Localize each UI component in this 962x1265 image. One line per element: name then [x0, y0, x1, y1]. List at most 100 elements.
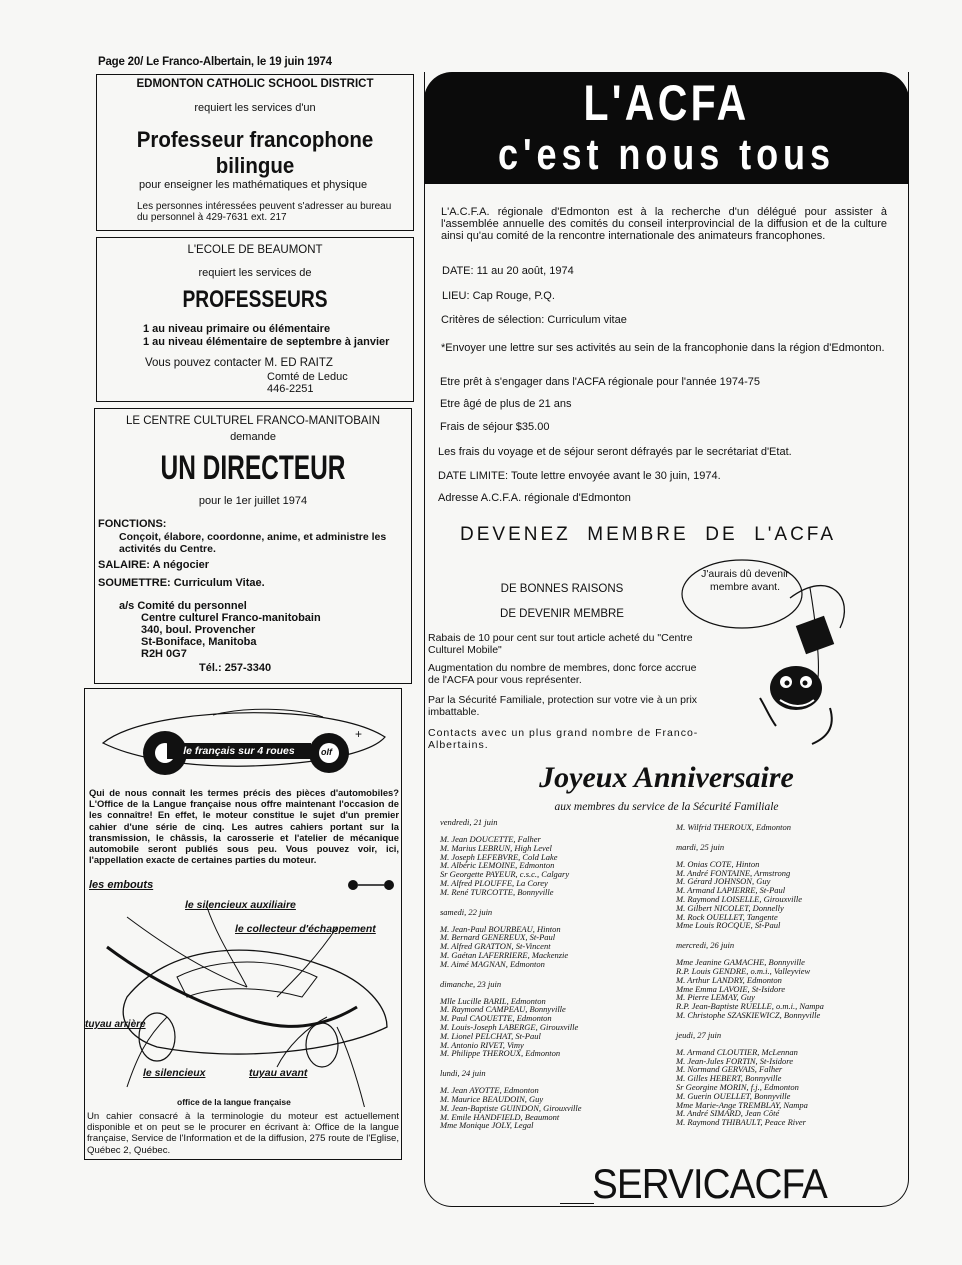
ad-office-langue: le français sur 4 roues olf + Qui de nou…: [84, 688, 402, 1160]
ad3-date: pour le 1er juillet 1974: [198, 495, 308, 507]
birthday-entry: M. Jean-Jules FORTIN, St-Isidore: [676, 1055, 794, 1066]
label-collecteur: le collecteur d'échappement: [235, 923, 376, 935]
exhaust-diagram: [106, 880, 394, 1107]
birthday-entry: M. Lionel PELCHAT, St-Paul: [440, 1030, 541, 1041]
ad4-footer: Un cahier consacré à la terminologie du …: [87, 1111, 399, 1156]
birthday-entry: M. Raymond CAMPEAU, Bonnyville: [440, 1004, 566, 1015]
birthday-entry: M. André SIMARD, Jean Côté: [676, 1108, 780, 1119]
acfa-reason-3: Par la Sécurité Familiale, protection su…: [428, 694, 698, 718]
ad1-contact1: Les personnes intéressées peuvent s'adre…: [137, 201, 392, 212]
birthday-entry: M. Pierre LEMAY, Guy: [676, 992, 755, 1003]
car-badge: olf: [321, 747, 332, 757]
birthday-entry: M. Arthur LANDRY, Edmonton: [676, 974, 782, 985]
ad1-contact2: du personnel à 429-7631 ext. 217: [137, 212, 287, 223]
mascot-illustration: [681, 559, 845, 745]
servicacfa-brand: SERVICACFA: [592, 1160, 828, 1207]
anniversary-subtitle: aux membres du service de la Sécurité Fa…: [554, 801, 779, 813]
acfa-date: DATE: 11 au 20 août, 1974: [442, 265, 574, 277]
acfa-adresse: Adresse A.C.F.A. régionale d'Edmonton: [438, 492, 631, 504]
car-banner: le français sur 4 roues: [167, 743, 311, 759]
birthday-entry: M. Armand CLOUTIER, McLennan: [676, 1046, 798, 1057]
ad2-req1: 1 au niveau primaire ou élémentaire: [143, 323, 331, 335]
label-silencieux-aux: le silencieux auxiliaire: [185, 899, 296, 911]
birthday-entry: M. Jean-Baptiste GUINDON, Girouxville: [440, 1102, 582, 1113]
ad3-functions-2: activités du Centre.: [119, 543, 216, 555]
ad2-title: L'ECOLE DE BEAUMONT: [187, 244, 323, 256]
ad2-req2: 1 au niveau élémentaire de septembre à j…: [143, 336, 390, 348]
birthday-day-heading: mardi, 25 juin: [676, 841, 725, 852]
label-tuyau-arriere: tuyau arrière: [85, 1019, 146, 1030]
ad-ecole-beaumont: L'ECOLE DE BEAUMONT requiert les service…: [96, 237, 414, 402]
birthday-list-right: M. Wilfrid THEROUX, Edmonton mardi, 25 ju…: [676, 823, 896, 1127]
birthday-entry: Sr Georgine MORIN, f.j., Edmonton: [676, 1081, 799, 1092]
birthday-entry: M. Gaétan LAFERRIERE, Mackenzie: [440, 949, 569, 960]
birthday-entry: M. Alfred GRATTON, St-Vincent: [440, 941, 551, 952]
ad2-county: Comté de Leduc: [267, 371, 348, 383]
acfa-title-2: c'est nous tous: [498, 130, 835, 179]
acfa-envoyer: *Envoyer une lettre sur ses activités au…: [441, 342, 885, 354]
ad3-salary: SALAIRE: A négocier: [98, 559, 210, 571]
birthday-entry: M. Gilles HEBERT, Bonnyville: [676, 1073, 782, 1084]
label-silencieux: le silencieux: [143, 1067, 206, 1079]
birthday-entry: M. Raymond THIBAULT, Peace River: [676, 1117, 806, 1128]
ad-centre-culturel: LE CENTRE CULTUREL FRANCO-MANITOBAIN dem…: [94, 408, 412, 684]
birthday-entry: Mme Jeanine GAMACHE, Bonnyville: [676, 957, 805, 968]
acfa-panel: [424, 72, 909, 1207]
birthday-entry: Mme Monique JOLY, Legal: [440, 1120, 534, 1131]
acfa-reason-4: Contacts avec un plus grand nombre de Fr…: [428, 727, 699, 751]
acfa-membre-heading: DEVENEZ MEMBRE DE L'ACFA: [460, 524, 837, 545]
birthday-entry: M. Raymond LOISELLE, Girouxville: [676, 893, 802, 904]
birthday-day-heading: mercredi, 26 juin: [676, 940, 735, 951]
birthday-entry: M. Paul CAOUETTE, Edmonton: [440, 1013, 552, 1024]
page-folio: Page 20/ Le Franco-Albertain, le 19 juin…: [98, 56, 332, 68]
ad3-functions-label: FONCTIONS:: [98, 518, 167, 530]
birthday-entry: M. Gilbert NICOLET, Donnelly: [676, 902, 784, 913]
birthday-entry: M. Onias COTE, Hinton: [676, 858, 760, 869]
birthday-entry: M. Jean-Paul BOURBEAU, Hinton: [440, 923, 561, 934]
birthday-entry: M. Joseph LEFEBVRE, Cold Lake: [440, 851, 558, 862]
ad2-contact: Vous pouvez contacter M. ED RAITZ: [145, 357, 333, 369]
acfa-age: Etre âgé de plus de 21 ans: [440, 398, 572, 410]
acfa-reason-2: Augmentation du nombre de membres, donc …: [428, 662, 697, 686]
birthday-entry: M. Jean DOUCETTE, Falher: [440, 834, 541, 844]
anniversary-title: Joyeux Anniversaire: [539, 761, 794, 794]
ad3-addr2: Centre culturel Franco-manitobain: [141, 612, 321, 624]
acfa-title-1: L'ACFA: [583, 75, 750, 131]
car-sketch: [101, 708, 386, 775]
ad3-functions-1: Conçoit, élabore, coordonne, anime, et a…: [119, 531, 387, 543]
ad1-line1: requiert les services d'un: [194, 102, 316, 114]
plus-icon: +: [355, 727, 363, 741]
birthday-entry: M. Antonio RIVET, Vimy: [440, 1039, 524, 1050]
label-tuyau-avant: tuyau avant: [249, 1067, 308, 1079]
acfa-lieu: LIEU: Cap Rouge, P.Q.: [442, 290, 555, 302]
birthday-entry: M. Wilfrid THEROUX, Edmonton: [676, 822, 791, 832]
birthday-entry: Mme Louis ROCQUE, St-Paul: [676, 920, 781, 931]
birthday-entry: M. Christophe SZASKIEWICZ, Bonnyville: [676, 1009, 821, 1020]
birthday-entry: M. Philippe THEROUX, Edmonton: [440, 1048, 561, 1059]
birthday-entry: M. Marius LEBRUN, High Level: [440, 842, 552, 853]
ad3-tel: Tél.: 257-3340: [199, 662, 272, 674]
ad-edmonton-catholic: EDMONTON CATHOLIC SCHOOL DISTRICT requie…: [96, 74, 414, 231]
birthday-entry: M. Maurice BEAUDOIN, Guy: [440, 1093, 544, 1104]
acfa-frais: Frais de séjour $35.00: [440, 421, 550, 433]
ad3-addr5: R2H 0G7: [141, 648, 187, 660]
birthday-entry: M. Normand GERVAIS, Falher: [676, 1064, 783, 1075]
birthday-entry: M. Gérard JOHNSON, Guy: [676, 876, 771, 887]
birthday-entry: Sr Georgette PAYEUR, c.s.c., Calgary: [440, 869, 570, 880]
birthday-entry: M. Louis-Joseph LABERGE, Girouxville: [440, 1021, 579, 1032]
birthday-entry: Mme Emma LAVOIE, St-Isidore: [676, 983, 786, 994]
acfa-header: [424, 72, 909, 184]
ad3-submit: SOUMETTRE: Curriculum Vitae.: [98, 577, 265, 589]
ad3-headline: UN DIRECTEUR: [160, 449, 346, 487]
ad3-addr4: St-Boniface, Manitoba: [141, 636, 257, 648]
mascot-speech: J'aurais dû devenir membre avant.: [701, 568, 789, 593]
ad1-line2: pour enseigner les mathématiques et phys…: [139, 179, 368, 191]
acfa-raisons-2: DE DEVENIR MEMBRE: [500, 608, 624, 620]
birthday-entry: M. André FONTAINE, Armstrong: [676, 867, 791, 878]
birthday-entry: M. Alfred PLOUFFE, La Corey: [440, 877, 548, 888]
birthday-entry: M. René TURCOTTE, Bonnyville: [440, 886, 554, 897]
birthday-entry: Mlle Lucille BARIL, Edmonton: [440, 995, 546, 1006]
ad2-phone: 446-2251: [267, 383, 314, 395]
acfa-raisons-1: DE BONNES RAISONS: [500, 583, 624, 595]
birthday-day-heading: lundi, 24 juin: [440, 1068, 486, 1079]
